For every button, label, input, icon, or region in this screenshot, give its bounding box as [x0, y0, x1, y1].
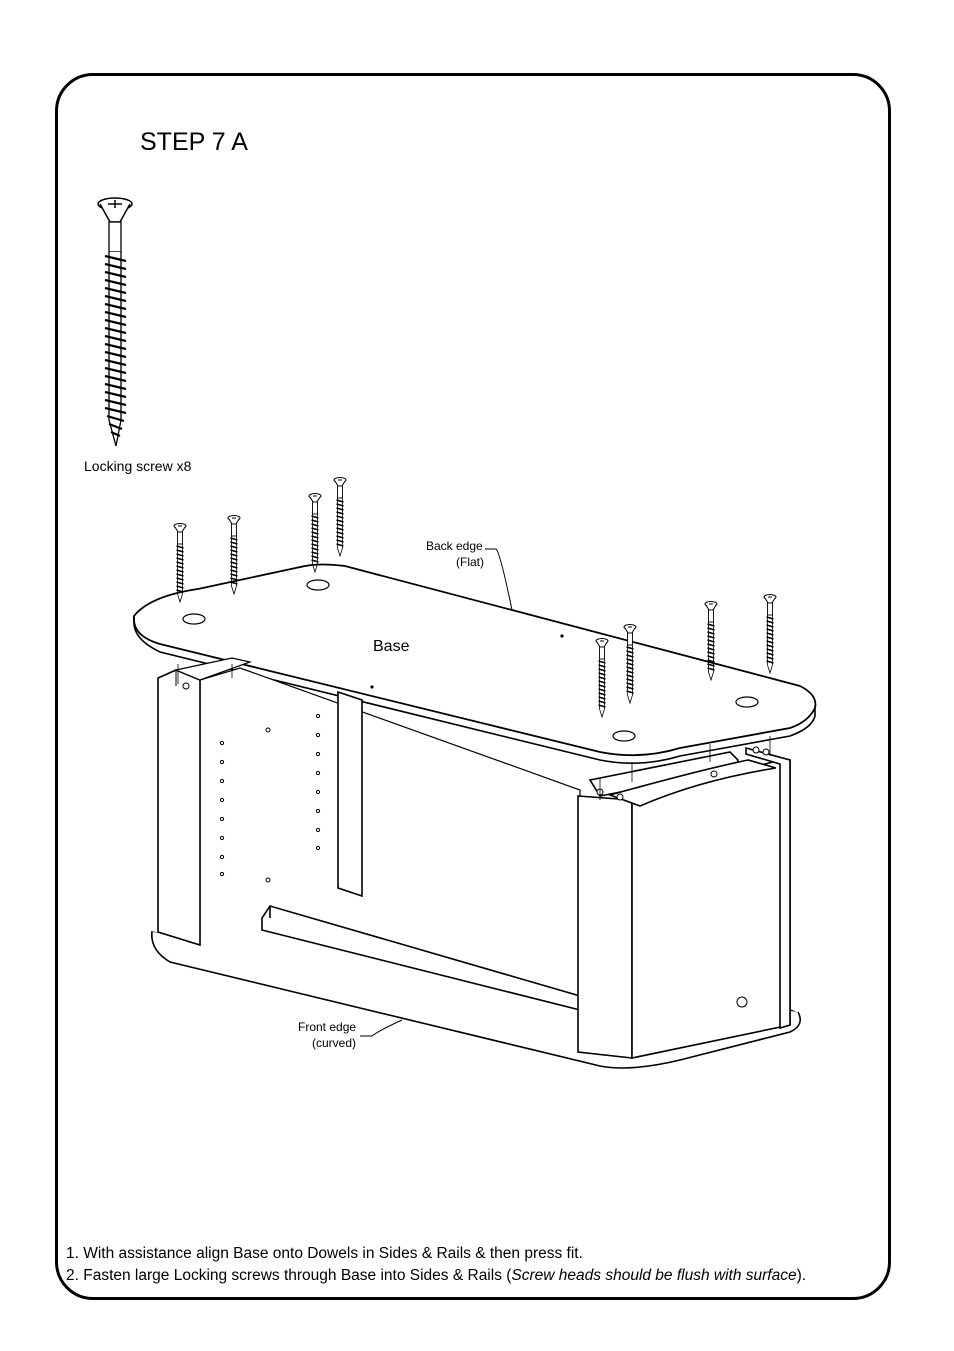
instruction-1: 1. With assistance align Base onto Dowel…	[66, 1245, 583, 1262]
instruction-2-end: ).	[796, 1267, 807, 1284]
front-edge-note: (curved)	[312, 1036, 357, 1050]
instruction-2-start: 2. Fasten large Locking screws through B…	[66, 1267, 512, 1284]
back-edge-note: (Flat)	[456, 555, 484, 569]
base-label: Base	[373, 638, 410, 655]
base-panel	[133, 563, 817, 764]
instruction-2: 2. Fasten large Locking screws through B…	[66, 1265, 806, 1287]
leader-lines	[360, 548, 513, 1037]
locking-screw-label: Locking screw x8	[84, 458, 192, 474]
step-title: STEP 7 A	[140, 128, 248, 156]
front-edge-label: Front edge	[298, 1020, 357, 1034]
instruction-2-italic: Screw heads should be flush with surface	[511, 1267, 797, 1284]
page-frame	[55, 73, 891, 1300]
cabinet-body	[151, 657, 801, 1069]
locking-screw-illustration	[97, 197, 133, 447]
back-edge-label: Back edge	[426, 539, 483, 553]
alignment-lines	[177, 664, 771, 800]
instructions: 1. With assistance align Base onto Dowel…	[66, 1243, 806, 1287]
